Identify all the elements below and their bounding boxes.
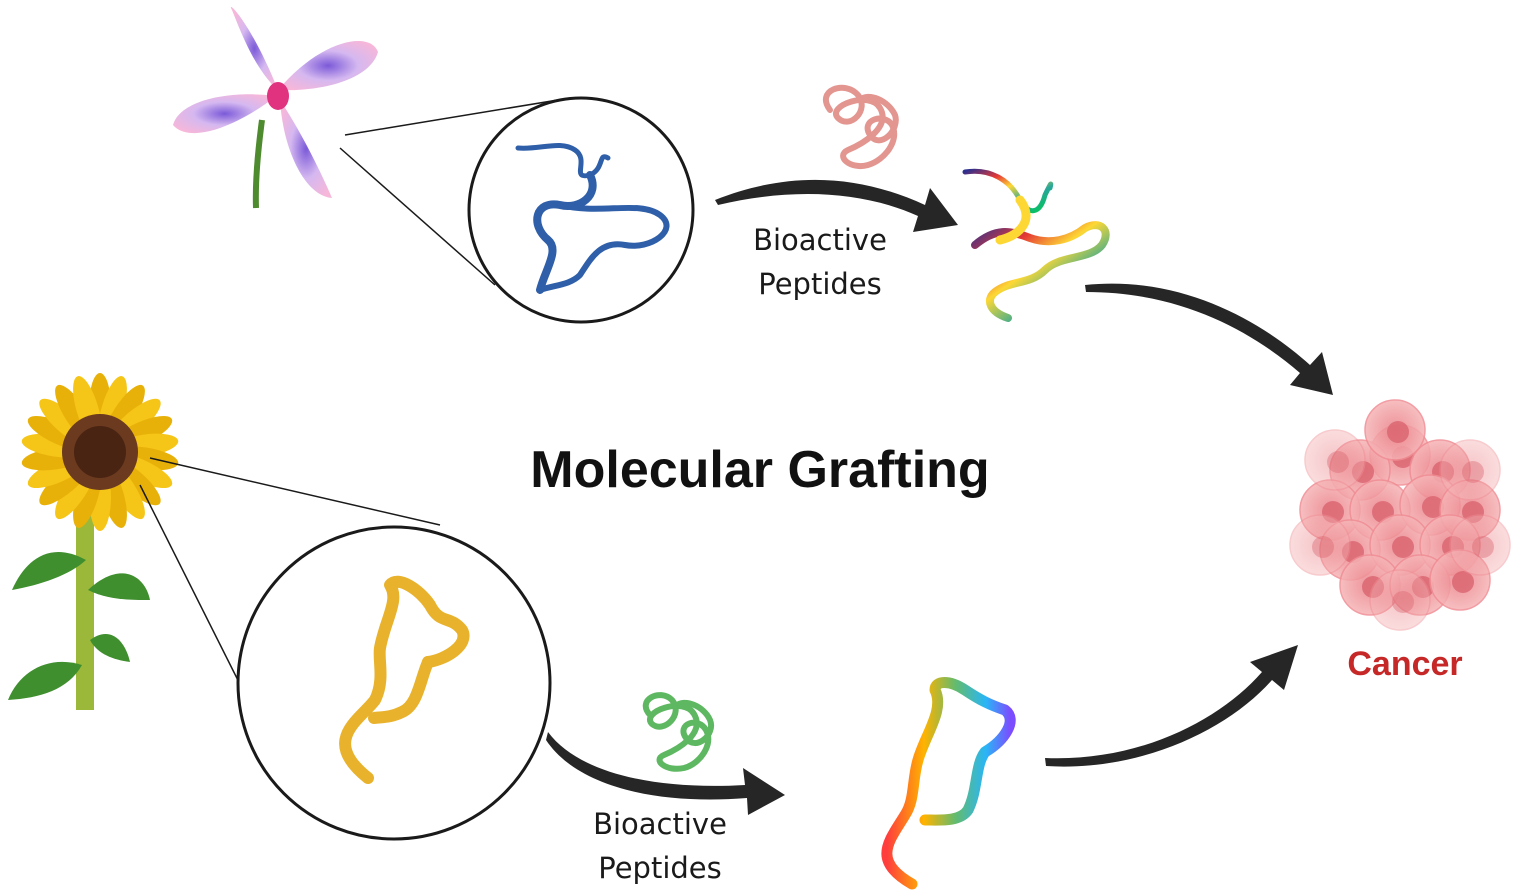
cancer-cell xyxy=(1364,399,1426,461)
random-coil-peptide-icon xyxy=(823,84,899,170)
sunflower-zoom-circle xyxy=(236,525,552,841)
top-peptide-label: Bioactive Peptides xyxy=(730,218,910,306)
orchid-cyclotide-structure xyxy=(515,143,670,294)
sunflower-peptide-structure xyxy=(339,575,470,784)
grafted-linear-peptide-structure xyxy=(881,677,1016,890)
orchid-flower-icon xyxy=(173,6,378,209)
cancer-cell xyxy=(1439,439,1501,501)
cancer-cell xyxy=(1289,514,1351,576)
grafted-cyclotide-structure xyxy=(962,168,1110,322)
sunflower-icon xyxy=(8,373,179,710)
cancer-cell-cluster-icon xyxy=(1289,399,1511,631)
top-label-line2: Peptides xyxy=(758,267,882,301)
cancer-cell xyxy=(1369,569,1431,631)
arrow-to-grafted-linear xyxy=(546,732,785,815)
flow-arrows xyxy=(546,179,1333,815)
cancer-cell xyxy=(1304,429,1366,491)
arrow-to-cancer-top xyxy=(1085,283,1333,395)
cancer-label: Cancer xyxy=(1347,645,1463,683)
top-label-line1: Bioactive xyxy=(753,223,887,257)
random-coil-peptide-icon xyxy=(642,692,715,772)
bottom-label-line1: Bioactive xyxy=(593,807,727,841)
cancer-cell xyxy=(1449,514,1511,576)
arrow-to-cancer-bottom xyxy=(1045,645,1298,767)
arrow-to-grafted-cyclotide xyxy=(715,179,958,232)
bottom-peptide-label: Bioactive Peptides xyxy=(570,802,750,890)
diagram-title: Molecular Grafting xyxy=(530,441,990,499)
bottom-label-line2: Peptides xyxy=(598,851,722,885)
